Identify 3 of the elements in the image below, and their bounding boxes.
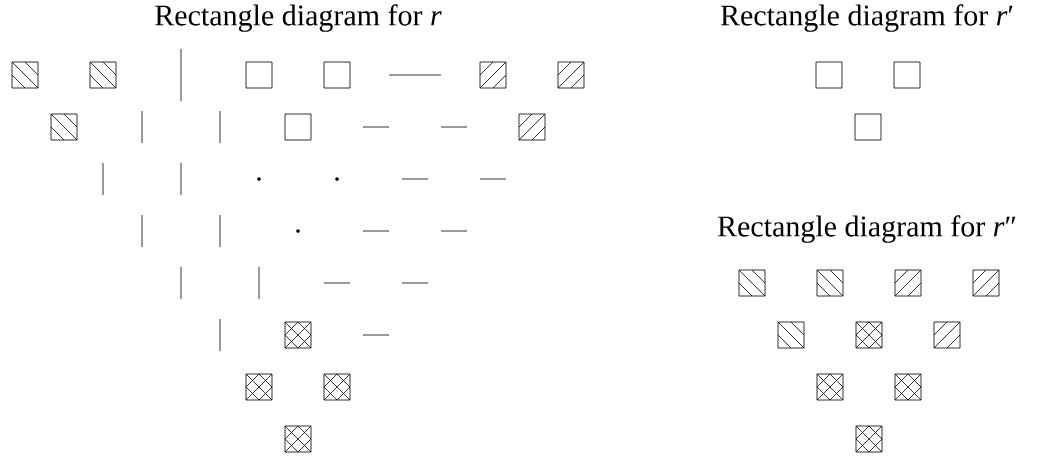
panel-label: Rectangle diagram for r′ xyxy=(720,4,1013,32)
panel-label: Rectangle diagram for r″ xyxy=(717,215,1016,243)
panel-label: Rectangle diagram for r xyxy=(155,4,442,32)
